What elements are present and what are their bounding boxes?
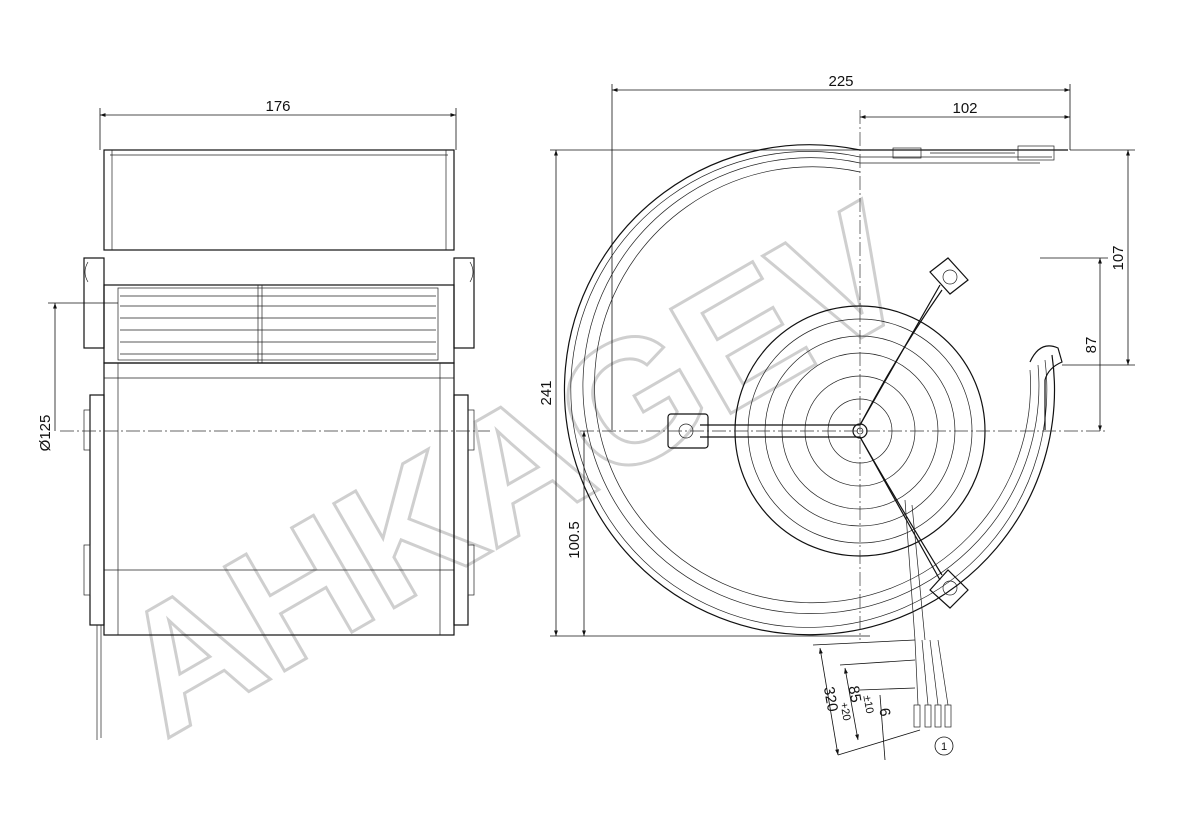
cable-length-tol: +20 [837,701,852,721]
dim-outlet-to-axis-label: 87 [1083,337,1100,354]
dim-outlet-offset-label: 102 [952,100,977,117]
strip-length-tol: ±10 [860,694,875,714]
dim-axis-height-label: 100.5 [566,521,583,559]
dim-diameter-label: Ø125 [37,415,54,452]
watermark: AHKAGEV [87,166,942,772]
dim-width-label: 176 [265,98,290,115]
cable-length-label: 320 [820,685,841,713]
strip-length-label: 85 [845,685,865,704]
side-view: 176 Ø125 [37,98,490,740]
callout-circle [934,736,954,756]
dim-overall-width-label: 225 [828,73,853,90]
wire-end-length-label: 6 [875,707,893,718]
front-view: 225 102 241 100.5 107 87 320 +20 85 ±10 … [538,73,1135,761]
dim-outlet-height-label: 107 [1110,245,1127,270]
callout-label: 1 [941,741,947,753]
dim-height-label: 241 [538,380,555,405]
